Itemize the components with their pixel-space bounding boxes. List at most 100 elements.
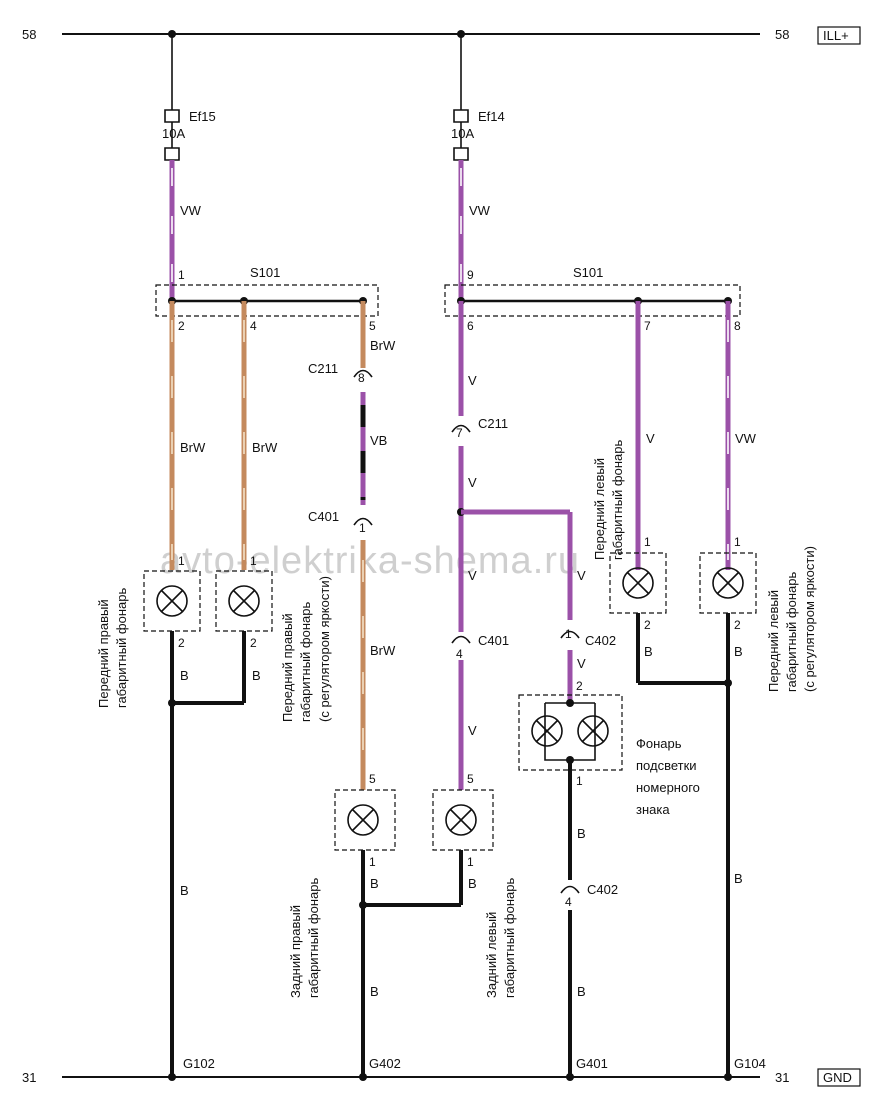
wire-label-b: B	[734, 871, 743, 886]
pin-label: 2	[734, 618, 741, 632]
lamp-license-plate: 2 1	[518, 679, 623, 788]
wire-label-v-fl: V	[646, 431, 655, 446]
wire-label-b: B	[180, 668, 189, 683]
bottom-rail: 31 31 GND G102 G402 G401 G104	[22, 1056, 861, 1087]
splice-right-name: S101	[573, 265, 603, 280]
watermark: avto-elektrika-shema.ru	[160, 540, 580, 582]
lamp-front-right: 1 2	[143, 554, 201, 650]
fuse-ef15: Ef15 10A	[162, 34, 216, 161]
label-line: (с регулятором яркости)	[802, 546, 817, 692]
label-rear-right: Задний правый габаритный фонарь	[288, 878, 321, 998]
label-line: Передний левый	[592, 458, 607, 560]
wire-brw-front-right-dim: BrW	[241, 301, 278, 570]
top-rail: 58 58 ILL+	[22, 26, 861, 45]
ground-wires-rear: B B B	[359, 850, 477, 1077]
fuse-ef14-name: Ef14	[478, 109, 505, 124]
ground-g401: G401	[576, 1056, 608, 1071]
connector-pin: 8	[358, 371, 365, 385]
wire-rear-right-feed: BrW 8 C211 VB 1 C401 BrW	[308, 301, 396, 790]
pin-label: 1	[369, 855, 376, 869]
bottom-rail-right-number: 31	[775, 1070, 789, 1085]
pin-label: 1	[734, 535, 741, 549]
pin-label: 1	[644, 535, 651, 549]
fuse-ef14: Ef14 10A	[451, 34, 505, 161]
pin-label: 1	[467, 855, 474, 869]
connector-pin: 1	[359, 521, 366, 535]
label-line: габаритный фонарь	[306, 878, 321, 998]
label-line: Фонарь	[636, 736, 682, 751]
label-line: габаритный фонарь	[298, 602, 313, 722]
pin-label: 8	[734, 319, 741, 333]
fuse-ef15-name: Ef15	[189, 109, 216, 124]
splice-left-name: S101	[250, 265, 280, 280]
pin-label: 9	[467, 268, 474, 282]
wire-label-vw-left: VW	[180, 203, 202, 218]
label-line: Передний левый	[766, 590, 781, 692]
connector-c402-a: C402	[585, 633, 616, 648]
pin-label: 5	[369, 772, 376, 786]
lamp-front-right-dim: 1 2	[215, 554, 273, 650]
pin-label: 1	[178, 554, 185, 568]
wire-label-brw-3: BrW	[370, 338, 396, 353]
wire-label-b: B	[577, 826, 586, 841]
label-front-left-dim: Передний левый габаритный фонарь (с регу…	[766, 546, 817, 692]
label-front-right: Передний правый габаритный фонарь	[96, 588, 129, 708]
wire-label-vw-right: VW	[469, 203, 491, 218]
wire-label-b: B	[370, 984, 379, 999]
wire-vw-right: VW	[458, 160, 491, 300]
wire-label-vb: VB	[370, 433, 387, 448]
wire-brw-front-right: BrW	[169, 301, 206, 570]
pin-label: 5	[467, 772, 474, 786]
lamp-rear-left: 5 1	[432, 772, 494, 869]
connector-pin: 4	[565, 895, 572, 909]
pin-label: 4	[250, 319, 257, 333]
label-front-left: Передний левый габаритный фонарь	[592, 440, 625, 560]
connector-pin: 1	[565, 627, 572, 641]
wire-label-v-1: V	[468, 373, 477, 388]
pin-label: 5	[369, 319, 376, 333]
label-front-right-dim: Передний правый габаритный фонарь (с рег…	[280, 576, 332, 722]
ground-g102: G102	[183, 1056, 215, 1071]
label-line: подсветки	[636, 758, 697, 773]
label-line: номерного	[636, 780, 700, 795]
wire-label-b: B	[468, 876, 477, 891]
wire-label-vw-fl: VW	[735, 431, 757, 446]
wire-label-b: B	[577, 984, 586, 999]
wire-label-v-2: V	[468, 475, 477, 490]
top-rail-left-number: 58	[22, 27, 36, 42]
wire-label-brw-2: BrW	[252, 440, 278, 455]
lamp-front-left-dim: 1 2	[699, 535, 757, 632]
label-line: габаритный фонарь	[784, 572, 799, 692]
wire-v-front-left: V	[635, 301, 655, 570]
connector-c401-a: C401	[308, 509, 339, 524]
wire-label-v-5: V	[468, 723, 477, 738]
wire-label-b: B	[370, 876, 379, 891]
splice-s101-right: S101 9 6 7 8	[444, 265, 741, 333]
wire-label-b: B	[644, 644, 653, 659]
pin-label: 1	[178, 268, 185, 282]
connector-c211-a: C211	[308, 361, 338, 376]
fuse-ef15-rating: 10A	[162, 126, 185, 141]
label-line: Задний правый	[288, 905, 303, 998]
wire-vw-front-left-dim: VW	[725, 301, 757, 570]
wire-vw-left: VW	[169, 160, 202, 300]
ground-wire-plate: B 4 C402 B	[560, 760, 618, 1077]
wire-v-main: V 7 C211 V V V 4 C401 V 1 C402 V	[451, 301, 616, 790]
pin-label: 6	[467, 319, 474, 333]
fuse-ef14-rating: 10A	[451, 126, 474, 141]
label-rear-left: Задний левый габаритный фонарь	[484, 878, 517, 998]
label-line: знака	[636, 802, 670, 817]
pin-label: 1	[250, 554, 257, 568]
ground-g402: G402	[369, 1056, 401, 1071]
label-line: габаритный фонарь	[502, 878, 517, 998]
label-line: Передний правый	[280, 613, 295, 722]
label-line: габаритный фонарь	[610, 440, 625, 560]
bottom-rail-left-number: 31	[22, 1070, 36, 1085]
label-license-plate: Фонарь подсветки номерного знака	[636, 736, 700, 817]
connector-pin: 7	[456, 426, 463, 440]
label-line: габаритный фонарь	[114, 588, 129, 708]
top-rail-right-number: 58	[775, 27, 789, 42]
wire-label-b: B	[734, 644, 743, 659]
connector-c211-b: C211	[478, 416, 508, 431]
